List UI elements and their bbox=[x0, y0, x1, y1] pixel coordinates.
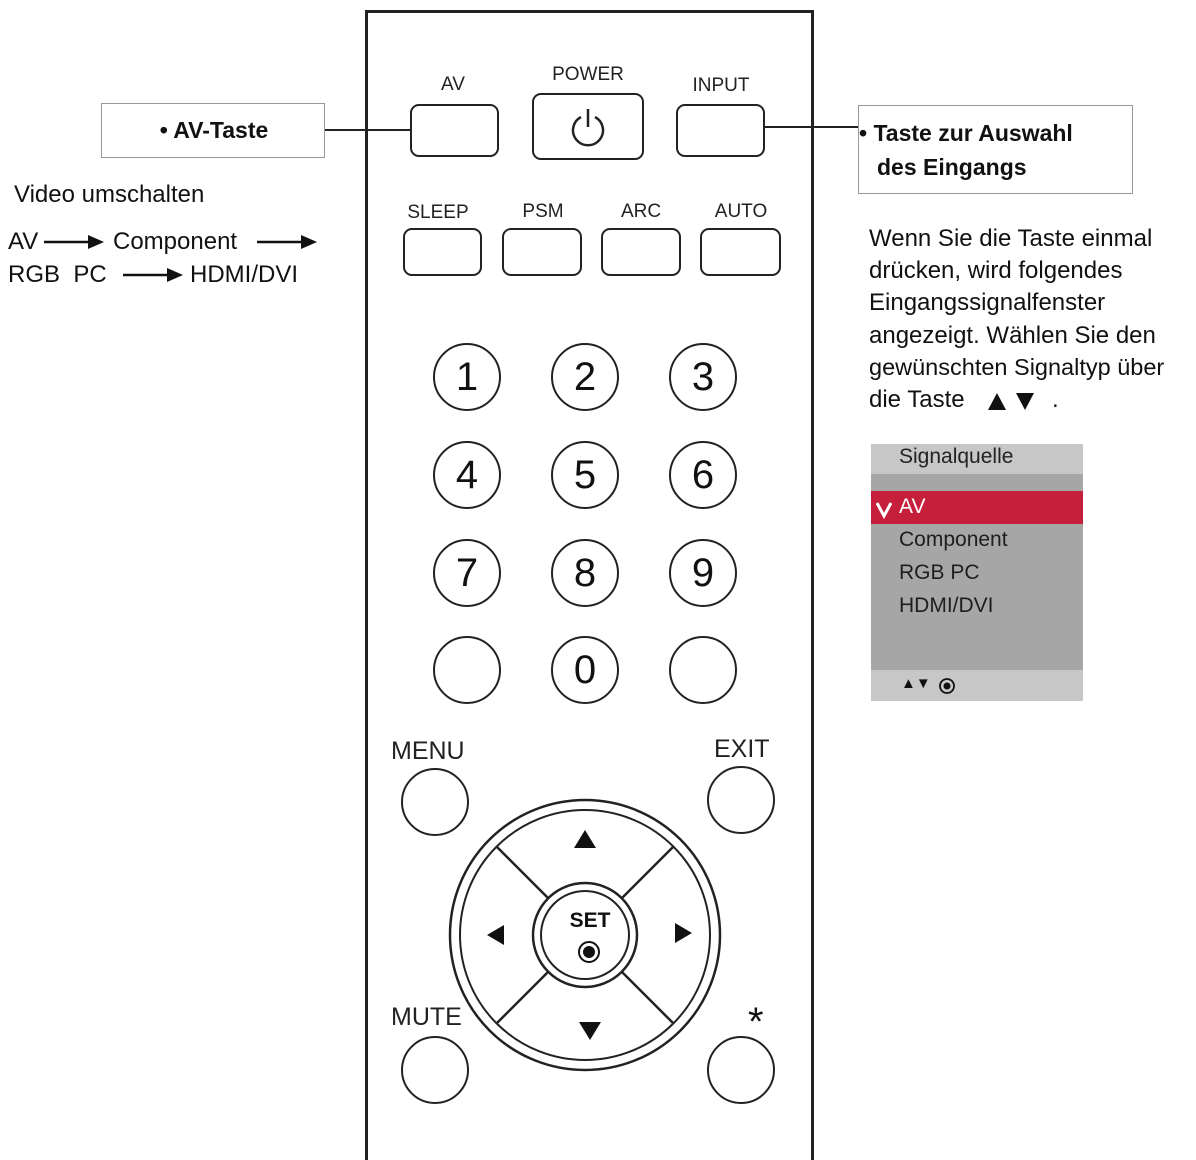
blank-left-button[interactable] bbox=[433, 636, 501, 704]
menu-item-av[interactable]: AV bbox=[871, 491, 1083, 524]
exit-button[interactable] bbox=[707, 766, 775, 834]
set-button[interactable]: SET bbox=[545, 895, 635, 975]
number-7-button[interactable]: 7 bbox=[433, 539, 501, 607]
up-arrow-icon bbox=[574, 830, 596, 848]
mute-button[interactable] bbox=[401, 1036, 469, 1104]
star-button[interactable] bbox=[707, 1036, 775, 1104]
av-callout-box: • AV-Taste bbox=[101, 103, 325, 158]
remote-control bbox=[365, 10, 814, 1160]
input-callout-title-2: des Eingangs bbox=[877, 154, 1027, 180]
desc-line-1: Wenn Sie die Taste einmal bbox=[869, 225, 1153, 252]
star-icon: * bbox=[748, 1000, 764, 1044]
desc-line-4: angezeigt. Wählen Sie den bbox=[869, 322, 1156, 349]
number-1-button[interactable]: 1 bbox=[433, 343, 501, 411]
left-arrow-button[interactable] bbox=[475, 913, 515, 958]
sleep-label: SLEEP bbox=[407, 202, 469, 223]
up-down-arrows-icon bbox=[988, 393, 1034, 410]
mute-label: MUTE bbox=[391, 1003, 462, 1031]
auto-label: AUTO bbox=[714, 201, 768, 222]
power-button[interactable] bbox=[532, 93, 644, 160]
av-callout-title: • AV-Taste bbox=[159, 117, 269, 143]
auto-button[interactable] bbox=[700, 228, 781, 276]
desc-line-6: die Taste bbox=[869, 386, 965, 413]
menu-button[interactable] bbox=[401, 768, 469, 836]
number-4-button[interactable]: 4 bbox=[433, 441, 501, 509]
set-label: SET bbox=[569, 909, 611, 932]
video-switch-text: Video umschalten bbox=[14, 181, 205, 208]
seq-hdmi: HDMI/DVI bbox=[190, 261, 298, 288]
number-5-button[interactable]: 5 bbox=[551, 441, 619, 509]
set-dot-icon bbox=[578, 941, 600, 963]
number-3-button[interactable]: 3 bbox=[669, 343, 737, 411]
right-arrow-button[interactable] bbox=[663, 911, 703, 956]
desc-line-3: Eingangssignalfenster bbox=[869, 289, 1106, 316]
input-callout-title-1: • Taste zur Auswahl bbox=[859, 120, 1073, 146]
left-arrow-icon bbox=[487, 925, 504, 945]
seq-rgb-pc: RGB PC bbox=[8, 261, 107, 288]
number-0-button[interactable]: 0 bbox=[551, 636, 619, 704]
input-button[interactable] bbox=[676, 104, 765, 157]
number-2-button[interactable]: 2 bbox=[551, 343, 619, 411]
av-label: AV bbox=[441, 74, 465, 95]
psm-button[interactable] bbox=[502, 228, 582, 276]
desc-line-5: gewünschten Signaltyp über bbox=[869, 354, 1165, 380]
arrow-icon bbox=[44, 235, 104, 249]
down-arrow-button[interactable] bbox=[565, 1010, 615, 1050]
exit-label: EXIT bbox=[714, 735, 770, 763]
menu-title: Signalquelle bbox=[899, 445, 1014, 468]
menu-footer: ▲▼ bbox=[871, 670, 1083, 701]
power-label: POWER bbox=[552, 64, 624, 85]
av-button[interactable] bbox=[410, 104, 499, 157]
number-6-button[interactable]: 6 bbox=[669, 441, 737, 509]
number-8-button[interactable]: 8 bbox=[551, 539, 619, 607]
av-callout-line bbox=[325, 129, 410, 131]
input-callout-box: • Taste zur Auswahl des Eingangs bbox=[858, 105, 1133, 194]
power-icon bbox=[571, 109, 605, 147]
arc-label: ARC bbox=[620, 201, 662, 222]
seq-av: AV bbox=[8, 228, 39, 255]
menu-label: MENU bbox=[391, 737, 465, 765]
desc-end: . bbox=[1052, 386, 1059, 413]
signal-source-menu: Signalquelle AV Component RGB PC HDMI/DV… bbox=[871, 444, 1083, 701]
arrow-icon bbox=[123, 268, 183, 282]
input-callout-line bbox=[765, 126, 859, 128]
menu-footer-arrows: ▲▼ bbox=[901, 675, 931, 692]
desc-line-2: drücken, wird folgendes bbox=[869, 257, 1123, 284]
menu-header: Signalquelle bbox=[871, 444, 1083, 474]
down-arrow-icon bbox=[579, 1022, 601, 1040]
right-arrow-icon bbox=[675, 923, 692, 943]
menu-item-component[interactable]: Component bbox=[899, 528, 1008, 551]
psm-label: PSM bbox=[522, 201, 564, 222]
menu-item-hdmi-dvi[interactable]: HDMI/DVI bbox=[899, 594, 994, 617]
arrow-icon bbox=[257, 235, 317, 249]
seq-component: Component bbox=[113, 228, 238, 255]
number-9-button[interactable]: 9 bbox=[669, 539, 737, 607]
up-arrow-button[interactable] bbox=[560, 820, 610, 860]
check-icon bbox=[875, 502, 893, 520]
navigation-pad bbox=[448, 798, 722, 1072]
input-label: INPUT bbox=[692, 75, 750, 96]
menu-item-rgb-pc[interactable]: RGB PC bbox=[899, 561, 980, 584]
enter-dot-icon bbox=[939, 678, 955, 694]
blank-right-button[interactable] bbox=[669, 636, 737, 704]
arc-button[interactable] bbox=[601, 228, 681, 276]
sleep-button[interactable] bbox=[403, 228, 482, 276]
